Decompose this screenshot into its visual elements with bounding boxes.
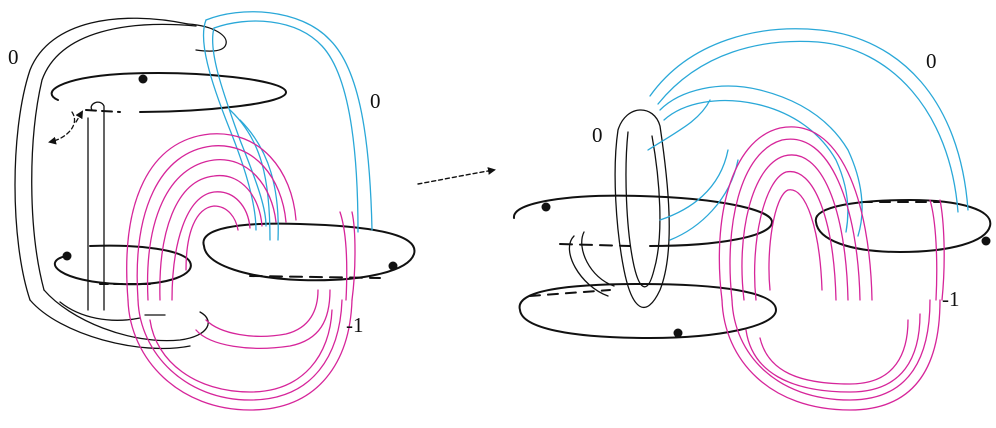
right-magenta-strand: [719, 127, 944, 410]
right-magenta-framing-label: -1: [942, 287, 960, 311]
dashed-arrow-right-icon: [418, 170, 494, 184]
left-magenta-framing-label: -1: [346, 313, 364, 337]
left-right-dot: [389, 262, 398, 271]
right-lower-dot: [674, 329, 683, 338]
right-black-framing-label: 0: [592, 123, 603, 147]
right-upper-dot: [542, 203, 551, 212]
right-dotted-circles: [514, 196, 990, 338]
left-black-framing-label: 0: [8, 45, 19, 69]
left-dashed-curved-arrow: [50, 112, 75, 142]
right-right-dot: [982, 237, 991, 246]
left-diagram: 0 0 -1: [8, 12, 414, 410]
left-lower-dot: [63, 252, 72, 261]
right-diagram: 0 0 -1: [514, 29, 991, 410]
right-black-strand: [569, 110, 669, 307]
left-cyan-strand: [203, 12, 372, 240]
right-cyan-framing-label: 0: [926, 49, 937, 73]
left-dashed-arrow-tip: [76, 112, 82, 122]
left-top-dot: [139, 75, 148, 84]
left-cyan-framing-label: 0: [370, 89, 381, 113]
